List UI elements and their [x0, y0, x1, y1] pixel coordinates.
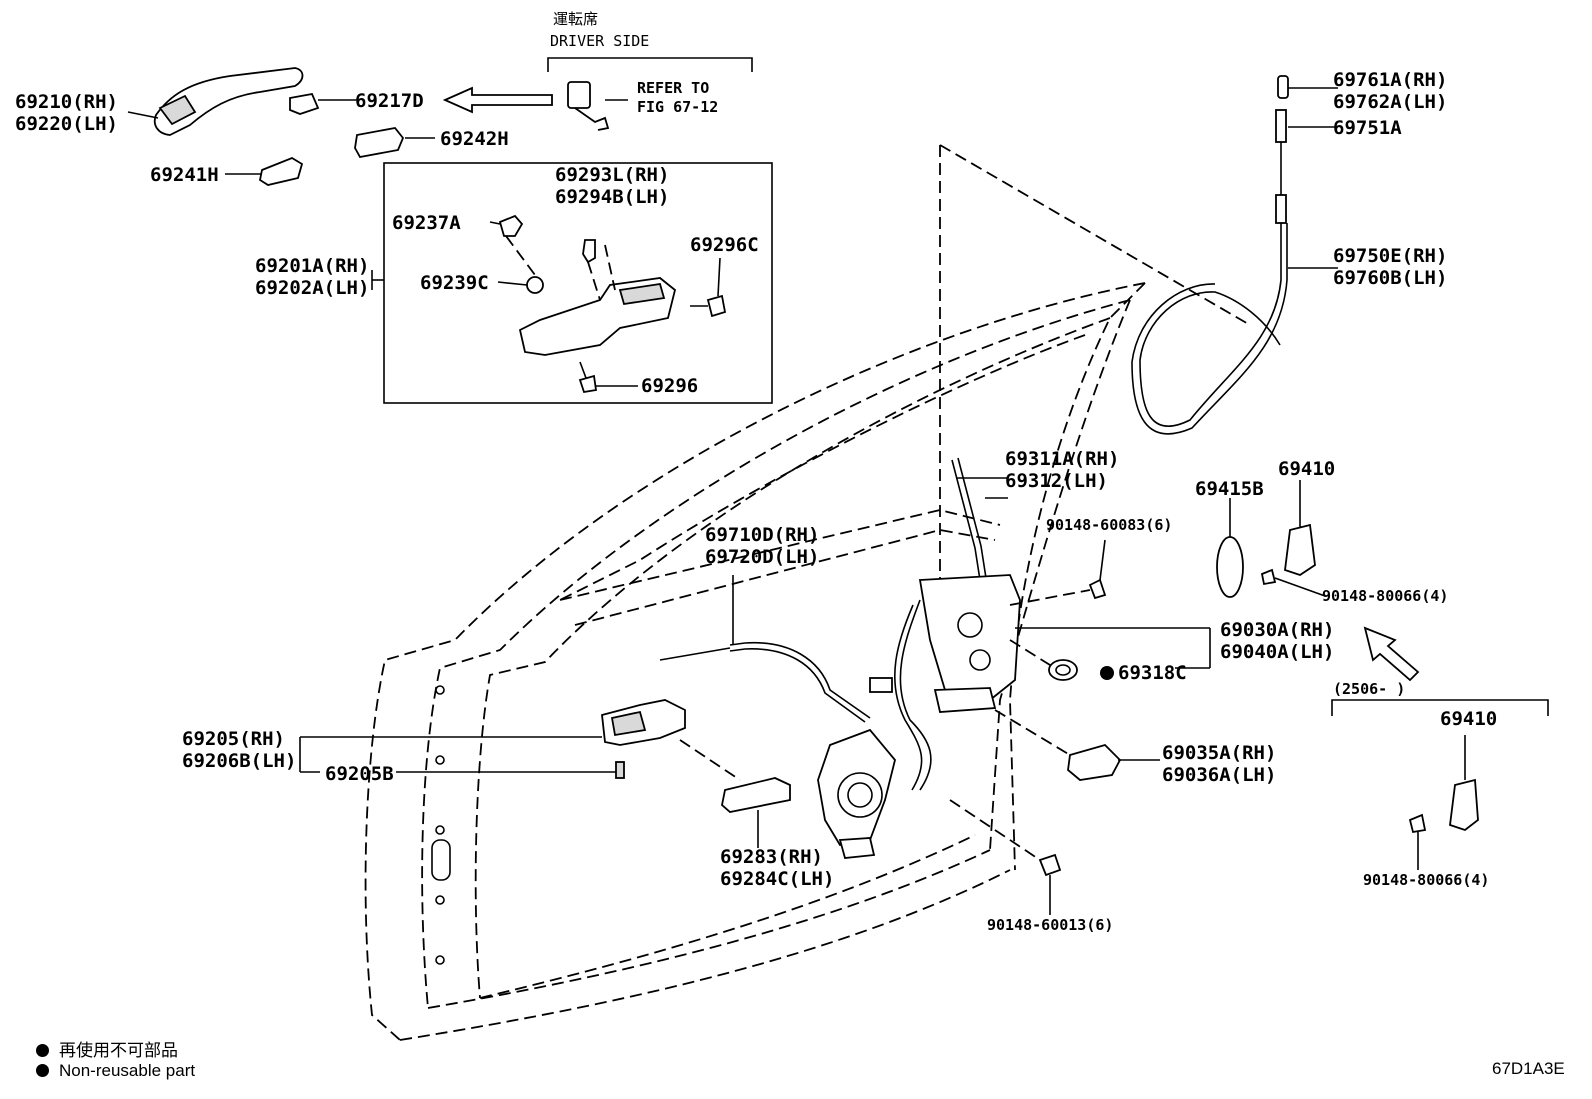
lock-body — [918, 574, 1021, 706]
part-69760B: 69760B(LH) — [1333, 267, 1447, 289]
clip-69293L — [582, 239, 596, 264]
striker-69410-upper — [1284, 523, 1316, 576]
part-69241H: 69241H — [150, 164, 219, 186]
part-69410-lower: 69410 — [1440, 708, 1497, 730]
part-90148-60013: 90148-60013(6) — [987, 916, 1113, 934]
part-69296C: 69296C — [690, 234, 759, 256]
part-69750E: 69750E(RH) — [1333, 245, 1447, 267]
handle-pad-69242H — [354, 127, 405, 159]
part-69312: 69312(LH) — [1005, 470, 1108, 492]
door-frame-outline — [364, 144, 1251, 1041]
part-90148-80066-upper: 90148-80066(4) — [1322, 587, 1448, 605]
refer-line2: FIG 67-12 — [637, 98, 718, 116]
grommet-69239C — [526, 276, 544, 294]
part-69206B: 69206B(LH) — [182, 750, 296, 772]
part-69036A: 69036A(LH) — [1162, 764, 1276, 786]
part-69410-upper: 69410 — [1278, 458, 1335, 480]
part-69762A: 69762A(LH) — [1333, 91, 1447, 113]
screw-90148-80066-lower — [1408, 813, 1427, 834]
direction-arrow-left — [442, 86, 553, 114]
part-69030A: 69030A(RH) — [1220, 619, 1334, 641]
driver-side-jp: 運転席 — [553, 10, 598, 28]
cap-69237A — [498, 214, 524, 237]
handle-bezel-69283 — [721, 777, 791, 813]
arrow-up-right — [1363, 626, 1420, 682]
part-69220: 69220(LH) — [15, 113, 118, 135]
part-69720D: 69720D(LH) — [705, 546, 819, 568]
rod-knob — [1277, 75, 1289, 99]
refer-line1: REFER TO — [637, 79, 709, 97]
screw-69296 — [578, 374, 598, 394]
part-69751A: 69751A — [1333, 117, 1402, 139]
part-69201A: 69201A(RH) — [255, 255, 369, 277]
bullet-icon — [36, 1064, 49, 1077]
part-90148-80066-lower: 90148-80066(4) — [1363, 871, 1489, 889]
screw-90148-80066-upper — [1260, 568, 1277, 586]
outside-handle — [153, 67, 304, 136]
part-69205: 69205(RH) — [182, 728, 285, 750]
rod-joint — [1275, 109, 1287, 143]
screw-69296C — [706, 294, 727, 318]
part-69217D: 69217D — [355, 90, 424, 112]
lever-69035A — [1067, 743, 1122, 781]
bullet-icon — [36, 1044, 49, 1057]
striker-group — [1216, 480, 1549, 870]
part-69284C: 69284C(LH) — [720, 868, 834, 890]
lock-cylinder-icon — [567, 81, 628, 131]
legend-en-text: Non-reusable part — [59, 1061, 196, 1080]
part-69318C: 69318C — [1118, 662, 1187, 684]
part-69205B: 69205B — [325, 763, 394, 785]
driver-side-en: DRIVER SIDE — [550, 32, 649, 50]
inside-handle-group — [299, 699, 791, 848]
cover-69415B — [1216, 536, 1244, 598]
part-69283: 69283(RH) — [720, 846, 823, 868]
seal-69318C — [1048, 659, 1078, 681]
part-69415B: 69415B — [1195, 478, 1264, 500]
legend-jp: 再使用不可部品 — [36, 1036, 178, 1061]
handle-frame-box — [371, 162, 773, 404]
door-lock-assembly — [659, 457, 1211, 915]
non-reusable-dot — [1100, 666, 1114, 680]
striker-69410-lower — [1449, 778, 1479, 832]
part-69710D: 69710D(RH) — [705, 524, 819, 546]
legend-jp-text: 再使用不可部品 — [59, 1041, 178, 1060]
part-69294B: 69294B(LH) — [555, 186, 669, 208]
figure-code: 67D1A3E — [1492, 1059, 1565, 1078]
handle-cap — [289, 92, 320, 115]
bolt-90148-60013 — [1038, 853, 1062, 877]
part-69237A: 69237A — [392, 212, 461, 234]
handle-pad-69241H — [258, 156, 304, 186]
part-69293L: 69293L(RH) — [555, 164, 669, 186]
part-69761A: 69761A(RH) — [1333, 69, 1447, 91]
part-69202A: 69202A(LH) — [255, 277, 369, 299]
part-69040A: 69040A(LH) — [1220, 641, 1334, 663]
outside-handle-group — [127, 57, 753, 186]
legend-en: Non-reusable part — [36, 1061, 195, 1081]
screw-90148-60083 — [1088, 578, 1107, 600]
lock-rod-cable-group — [1131, 75, 1338, 435]
part-69242H: 69242H — [440, 128, 509, 150]
lock-motor — [817, 728, 896, 846]
part-69239C: 69239C — [420, 272, 489, 294]
part-69210: 69210(RH) — [15, 91, 118, 113]
part-69296: 69296 — [641, 375, 698, 397]
part-90148-60083: 90148-60083(6) — [1046, 516, 1172, 534]
part-2506: (2506- ) — [1333, 680, 1405, 698]
part-69311A: 69311A(RH) — [1005, 448, 1119, 470]
part-69035A: 69035A(RH) — [1162, 742, 1276, 764]
labels: 運転席 DRIVER SIDE REFER TO FIG 67-12 69210… — [15, 10, 1497, 934]
